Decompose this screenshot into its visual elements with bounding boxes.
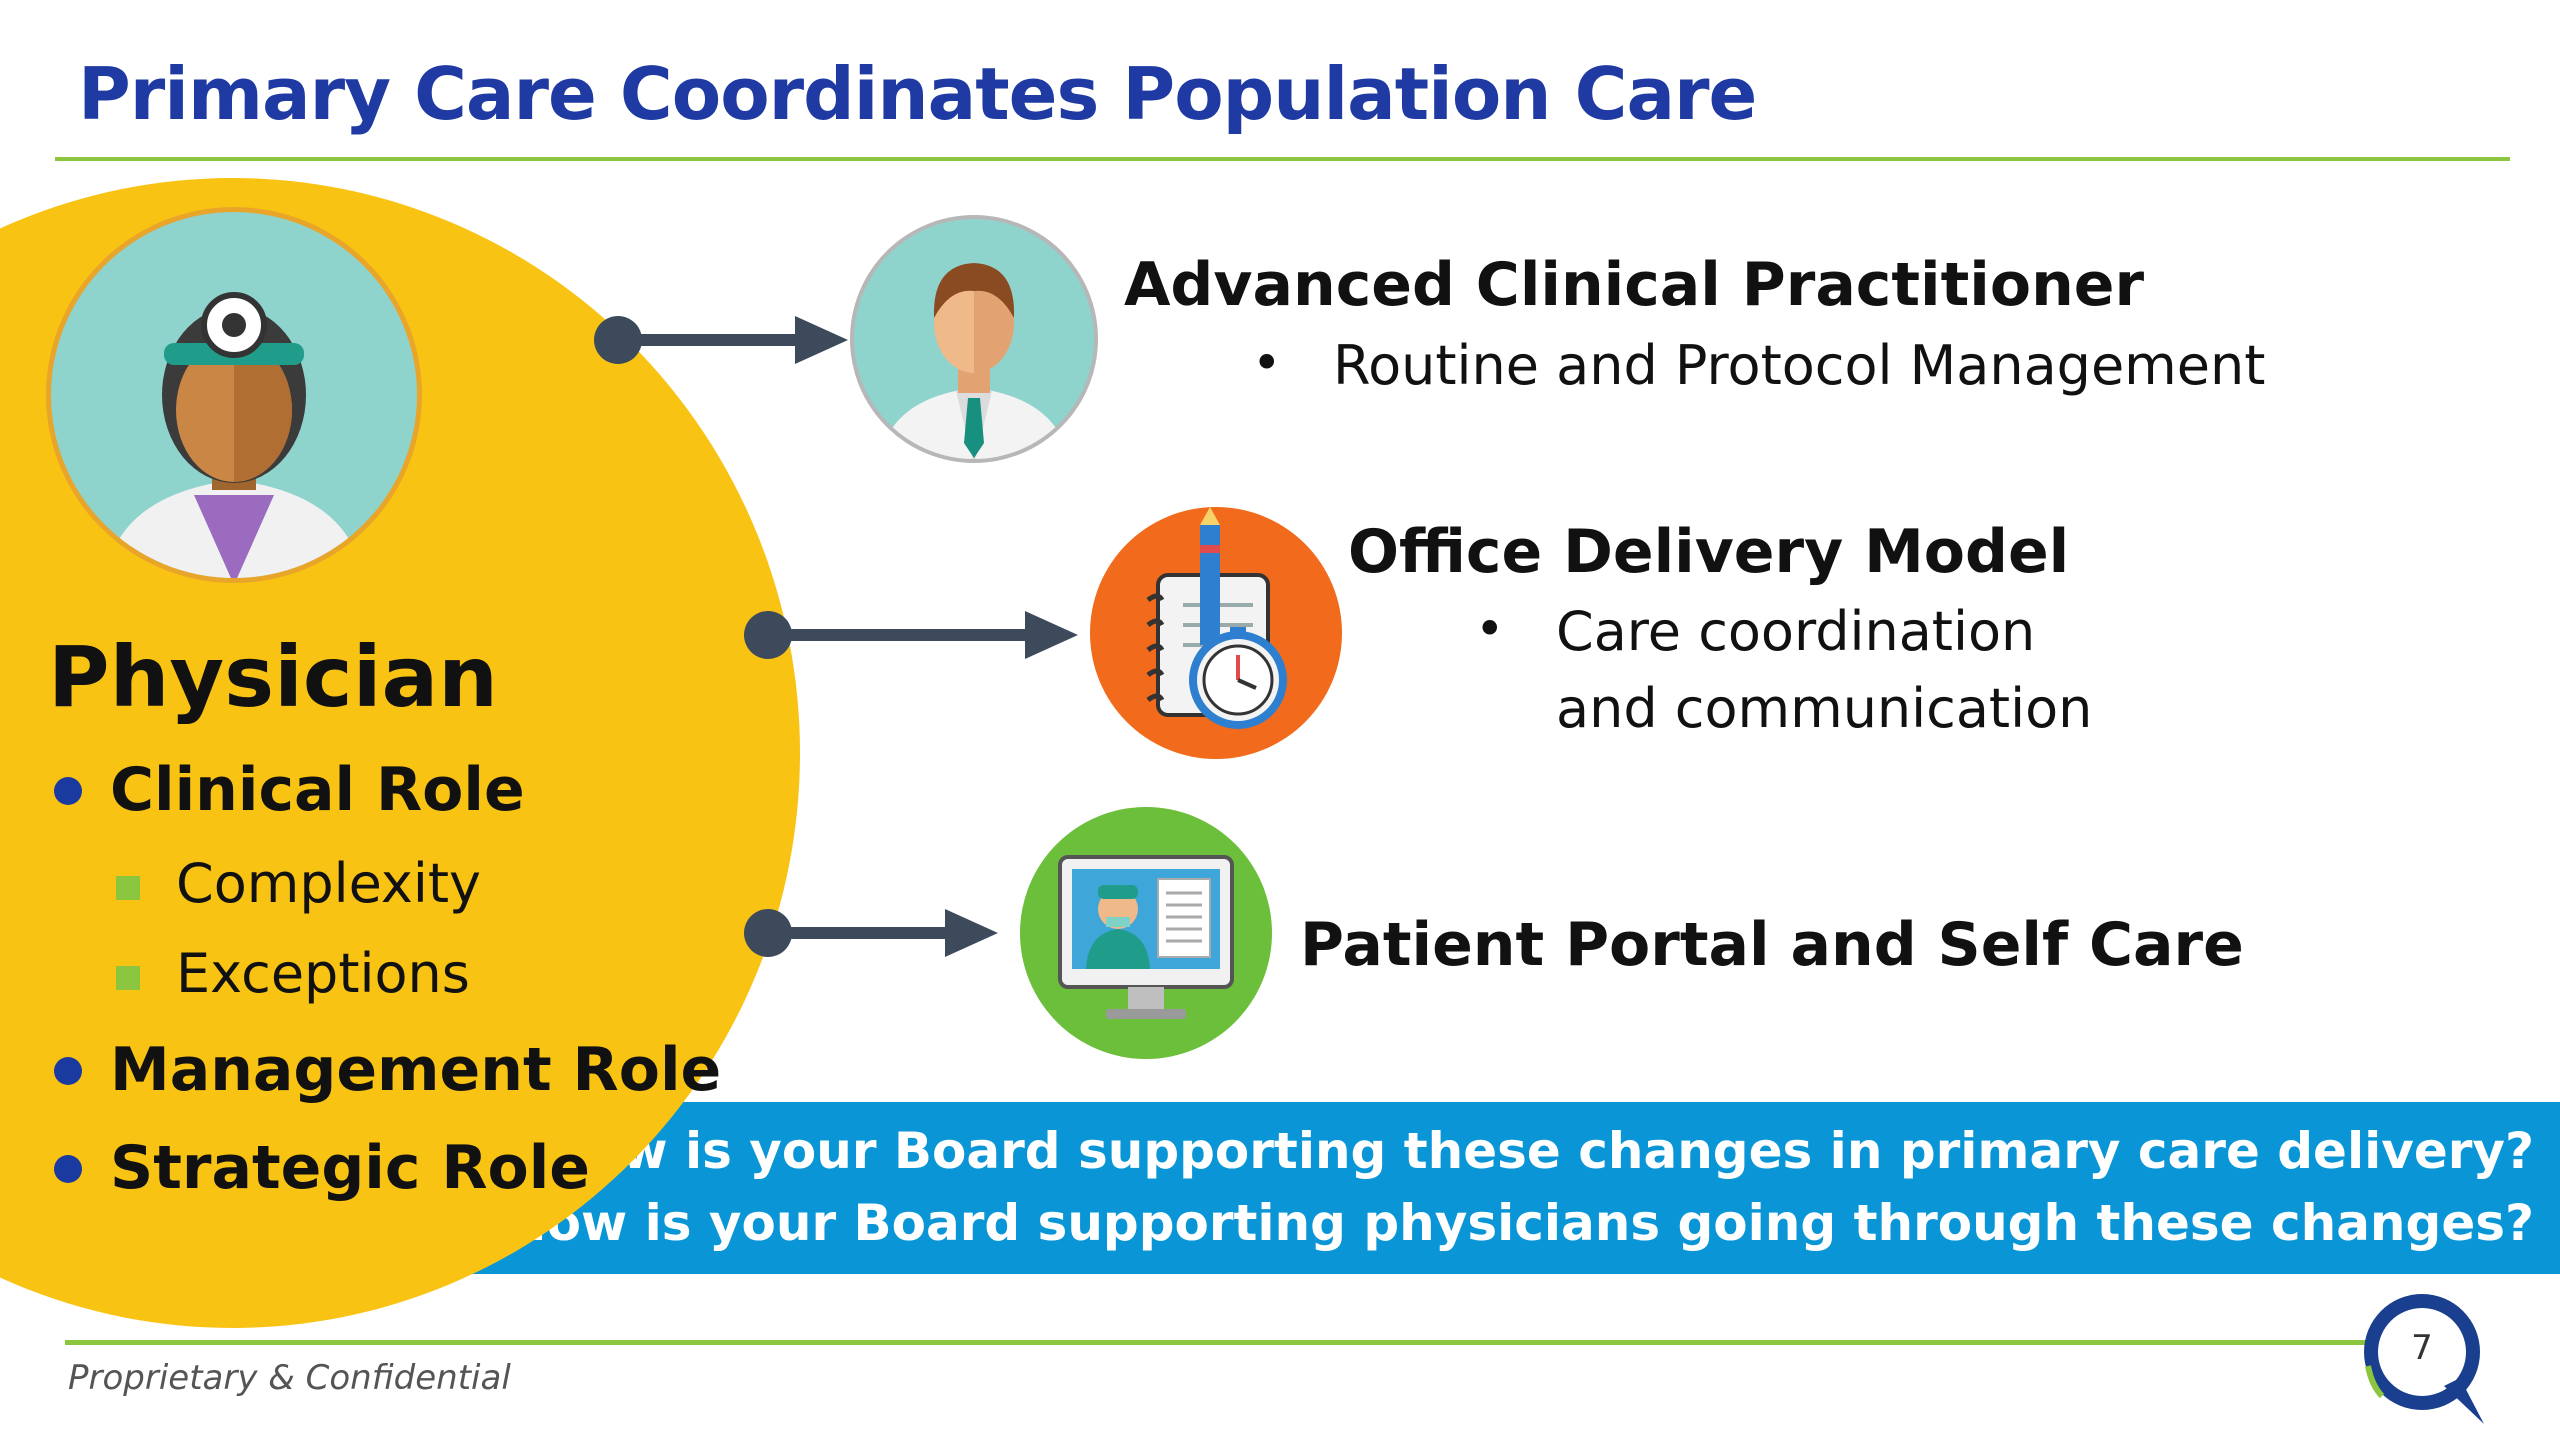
bullet-dot (54, 1155, 82, 1183)
speech-bubble-logo-icon (2364, 1294, 2484, 1424)
arrow-connector (744, 909, 998, 957)
footer-confidential: Proprietary & Confidential (68, 1358, 511, 1398)
physician-title: Physician (48, 628, 498, 726)
question-2: How is your Board supporting physicians … (504, 1194, 2534, 1252)
heading-advanced-practitioner: Advanced Clinical Practitioner (1124, 250, 2145, 320)
physician-avatar-icon (46, 207, 422, 583)
bullet-routine-protocol: Routine and Protocol Management (1333, 334, 2266, 397)
bullet-dot (54, 1057, 82, 1085)
role-clinical: Clinical Role (110, 755, 525, 825)
clipboard-clock-icon (1090, 507, 1342, 759)
role-management: Management Role (110, 1035, 722, 1105)
bullet-dot: • (1475, 600, 1505, 658)
question-1: How is your Board supporting these chang… (545, 1122, 2534, 1180)
arrow-connector (744, 611, 1078, 659)
question-band (470, 1102, 2560, 1274)
bullet-care-coordination-cont: and communication (1556, 677, 2093, 740)
subrole-complexity: Complexity (176, 852, 481, 915)
bullet-care-coordination: Care coordination (1556, 600, 2036, 663)
title-divider (55, 157, 2510, 161)
heading-patient-portal: Patient Portal and Self Care (1300, 910, 2244, 980)
practitioner-avatar-icon (850, 215, 1098, 463)
page-title: Primary Care Coordinates Population Care (78, 52, 1757, 136)
page-number: 7 (2411, 1328, 2433, 1368)
subrole-exceptions: Exceptions (176, 942, 470, 1005)
telehealth-monitor-icon (1020, 807, 1272, 1059)
role-strategic: Strategic Role (110, 1133, 590, 1203)
bullet-dot: • (1252, 334, 1282, 392)
footer-divider (65, 1340, 2395, 1345)
bullet-dot (54, 777, 82, 805)
heading-office-delivery: Office Delivery Model (1348, 517, 2070, 587)
sub-bullet-square (116, 966, 140, 990)
arrow-connector (594, 316, 848, 364)
sub-bullet-square (116, 876, 140, 900)
